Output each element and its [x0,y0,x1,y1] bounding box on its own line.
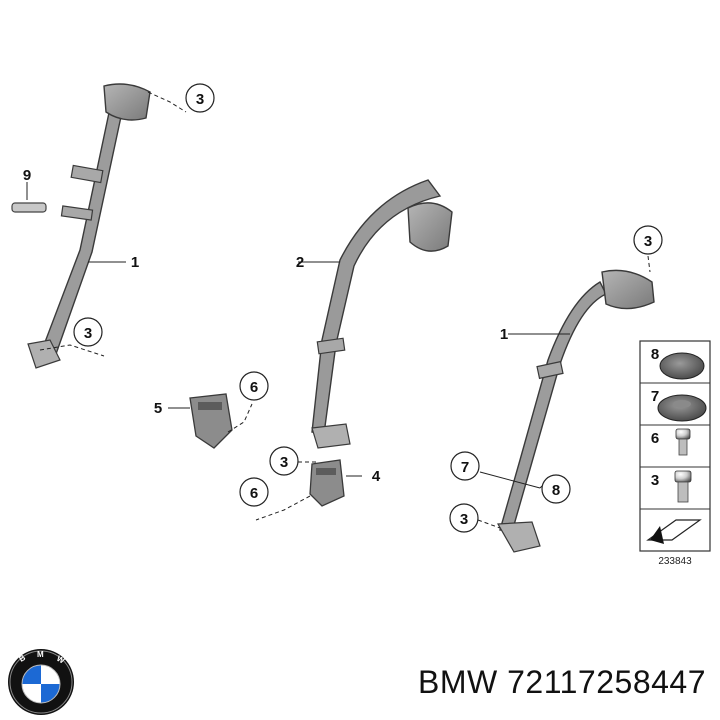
callout-7: 7 [450,451,480,481]
svg-text:5: 5 [154,400,162,417]
svg-text:W: W [55,654,66,666]
legend-item-7: 7 [651,388,707,422]
svg-text:6: 6 [250,485,258,502]
callout-6: 6 [239,477,269,507]
svg-text:4: 4 [372,468,381,485]
bmw-logo: B M W [8,649,74,715]
svg-text:1: 1 [500,326,508,343]
callout-3: 3 [185,83,215,113]
callout-3: 3 [73,317,103,347]
svg-text:9: 9 [23,167,31,184]
svg-text:8: 8 [651,346,659,363]
svg-text:7: 7 [651,388,659,405]
svg-text:B: B [18,653,28,664]
seat-belt-right [477,255,655,553]
callout-1: 1 [500,326,508,343]
svg-text:1: 1 [131,254,139,271]
svg-text:3: 3 [644,233,652,250]
callout-6: 6 [239,371,269,401]
legend-arrow-icon [646,519,702,544]
part-5-buckle [168,393,253,449]
callout-3: 3 [269,446,299,476]
svg-text:2: 2 [296,254,304,271]
svg-text:6: 6 [651,430,659,447]
callout-2: 2 [296,254,304,271]
parts-legend: 8 7 6 3 233843 [639,340,711,567]
part-number-label: BMW 72117258447 [418,664,706,700]
svg-text:7: 7 [461,459,469,476]
callout-4: 4 [372,468,381,485]
callout-8: 8 [541,474,571,504]
svg-text:3: 3 [84,325,92,342]
svg-text:3: 3 [460,511,468,528]
legend-item-3: 3 [651,470,692,503]
callout-1: 1 [88,254,139,271]
svg-text:3: 3 [651,472,659,489]
legend-item-8: 8 [651,346,705,380]
svg-text:3: 3 [196,91,204,108]
legend-item-6: 6 [651,428,691,456]
svg-text:3: 3 [280,454,288,471]
seat-belt-left [27,83,187,369]
svg-text:M: M [37,650,44,659]
svg-text:8: 8 [552,482,560,499]
callout-5: 5 [154,400,162,417]
seat-belt-middle [298,179,453,449]
callout-9: 9 [23,167,31,184]
callout-3: 3 [633,225,663,255]
part-4-buckle [255,459,362,521]
diagram-id: 233843 [658,556,692,567]
part-9-pin [11,202,47,213]
callout-3: 3 [449,503,479,533]
svg-text:6: 6 [250,379,258,396]
